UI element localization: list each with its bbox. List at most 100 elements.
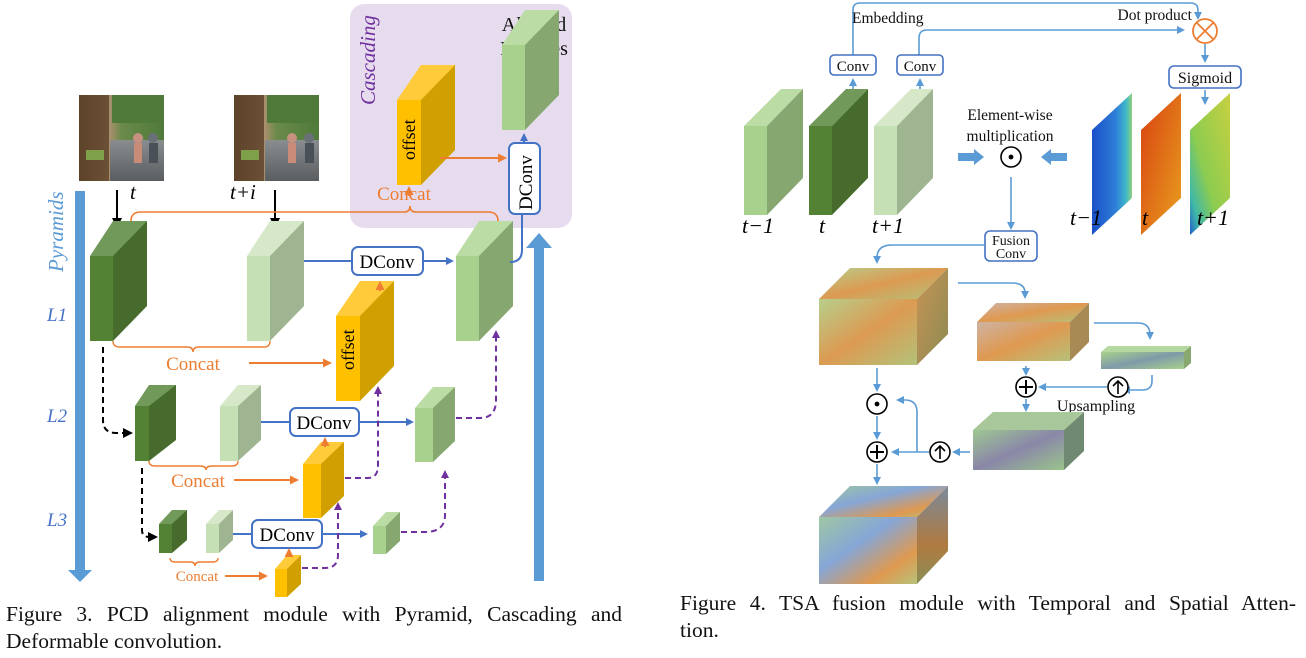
ref-feature-l3 — [159, 510, 187, 553]
feature-label-t-plus-1: t+1 — [872, 213, 904, 238]
figure-4-caption-line1: Figure 4. TSA fusion module with Tempora… — [680, 591, 1296, 615]
attention-map-t — [1141, 93, 1181, 235]
embedding-line-nbr — [918, 26, 1185, 56]
fused-feature-cube — [819, 268, 948, 365]
maps-to-multiply-arrow — [1041, 149, 1067, 165]
spatial-attention-small-cube — [1101, 346, 1191, 369]
feature-label-t-minus-1: t−1 — [742, 213, 774, 238]
concat-label-l1: Concat — [166, 354, 221, 375]
figure-3-pcd-alignment: Cascading Aligned Features Pyramids L1 L… — [44, 4, 572, 597]
aligned-features-output — [502, 10, 559, 130]
figure-3-caption-line1: Figure 3. PCD alignment module with Pyra… — [6, 602, 622, 626]
frame-label-t-plus-i: t+i — [230, 180, 256, 204]
aligned-l1-to-dconv-cascade-line — [509, 214, 523, 263]
pyramid-down-arrow-head — [68, 570, 92, 582]
upsampling-label: Upsampling — [1057, 398, 1135, 415]
offset-label-l1: offset — [338, 329, 358, 370]
add-icon-left — [866, 441, 888, 463]
aligned-feature-l1 — [456, 221, 513, 341]
dconv-label-l3: DConv — [260, 525, 315, 546]
level-label-l2: L2 — [46, 406, 68, 427]
concat-brace-l2 — [148, 460, 239, 471]
elementwise-label-line1: Element-wise — [967, 107, 1052, 124]
dconv-label-l2: DConv — [297, 413, 352, 434]
nbr-feature-l3 — [206, 510, 233, 553]
embedding-line-ref — [852, 2, 1202, 56]
dot-product-icon — [1192, 18, 1218, 44]
attention-map-t-minus-1 — [1092, 93, 1132, 235]
add-icon-right — [1015, 376, 1037, 398]
conv-label-ref: Conv — [837, 59, 870, 75]
upsample-offset-l3-to-l2-arrow — [302, 502, 342, 569]
small-to-upsample-arrow — [1122, 375, 1153, 394]
offset-l2 — [303, 442, 344, 518]
elementwise-multiply-icon — [1000, 146, 1022, 168]
feature-t-minus-1 — [744, 89, 803, 215]
concat-label-l2: Concat — [171, 471, 226, 492]
feature-t-plus-1 — [874, 89, 933, 215]
fusion-conv-label-line2: Conv — [996, 247, 1026, 262]
elementwise-label-line2: multiplication — [967, 128, 1054, 145]
concat-brace-l1 — [112, 340, 271, 353]
downsample-l1-to-l2-arrow — [102, 347, 133, 438]
cascading-label: Cascading — [356, 15, 380, 105]
upsample-to-multiply-left-arrow — [896, 396, 918, 452]
cascade-up-arrow-head — [526, 233, 552, 248]
multiply-icon-left — [866, 393, 888, 415]
spatial-attention-mid-cube — [977, 303, 1089, 361]
fusion-conv-box — [984, 230, 1038, 262]
conv-label-nbr: Conv — [904, 59, 937, 75]
concat-label-l3: Concat — [176, 569, 219, 585]
upsample-aligned-l2-to-l1-arrow — [456, 330, 500, 419]
level-label-l3: L3 — [46, 510, 67, 531]
output-fused-cube — [819, 486, 948, 584]
frame-label-t: t — [130, 180, 137, 204]
upsample-aligned-l3-to-l2-arrow — [401, 470, 449, 533]
level-label-l1: L1 — [46, 305, 67, 326]
aligned-feature-l2 — [415, 387, 455, 462]
feature-t — [809, 89, 868, 215]
aligned-feature-l3 — [373, 512, 400, 554]
fused-to-mid-arrow — [958, 282, 1029, 299]
ref-feature-l1 — [90, 221, 147, 341]
ref-feature-l2 — [135, 385, 176, 461]
fusion-to-feature-arrow — [873, 244, 985, 264]
conv-box-nbr — [896, 54, 944, 76]
sigmoid-box — [1168, 65, 1242, 89]
offset-cascade: offset — [397, 65, 455, 185]
input-frame-t-plus-i — [234, 95, 319, 181]
concat-brace-cascade — [130, 205, 499, 222]
upsample-offset-l2-to-l1-arrow — [345, 386, 382, 479]
pyramid-down-arrow-shaft — [75, 191, 85, 571]
conv-box-ref — [829, 54, 877, 76]
sigmoid-label: Sigmoid — [1178, 70, 1232, 87]
map-label-t-minus-1: t−1 — [1070, 205, 1102, 230]
nbr-feature-l1 — [247, 221, 304, 341]
dconv-label-l1: DConv — [360, 252, 415, 273]
map-label-t: t — [1142, 205, 1149, 230]
figure-3-caption-line2: Deformable convolution. — [6, 629, 223, 653]
offset-l3 — [275, 555, 301, 597]
downsample-l2-to-l3-arrow — [141, 468, 158, 542]
figure-4-caption: Figure 4. TSA fusion module with Tempora… — [680, 590, 1296, 644]
map-label-t-plus-1: t+1 — [1197, 205, 1229, 230]
pyramids-label: Pyramids — [44, 192, 68, 274]
figure-4-caption-line2: tion. — [680, 618, 719, 642]
features-to-multiply-arrow — [958, 149, 984, 165]
upsample-icon-right — [1107, 376, 1129, 398]
spatial-attention-upsampled-cube — [973, 412, 1084, 470]
fusion-conv-label-line1: Fusion — [992, 234, 1030, 249]
attention-map-t-plus-1 — [1190, 93, 1230, 235]
dot-product-label: Dot product — [1118, 7, 1193, 24]
mid-to-small-arrow — [1094, 322, 1154, 340]
feature-label-t: t — [819, 213, 826, 238]
input-frame-t — [79, 95, 164, 181]
cascade-up-arrow-shaft — [534, 246, 544, 581]
figure-4-tsa-fusion: Embedding Dot product Sigmoid Conv Conv — [742, 2, 1242, 584]
concat-brace-l3 — [169, 557, 219, 567]
figure-3-caption: Figure 3. PCD alignment module with Pyra… — [6, 601, 622, 655]
offset-label-cascade: offset — [399, 119, 419, 160]
dconv-label-cascade: DConv — [516, 155, 537, 210]
embedding-label: Embedding — [852, 10, 924, 27]
